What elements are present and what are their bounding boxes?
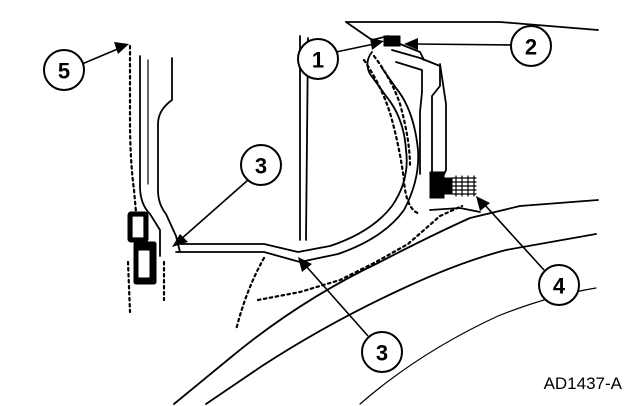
callout-circle: [510, 25, 552, 67]
left-fastener: [127, 211, 157, 285]
left-body-panel: [139, 55, 181, 257]
callout-3-upper: 3: [240, 144, 282, 186]
callout-label: 3: [376, 341, 388, 366]
callout-circle: [240, 144, 282, 186]
callout-circle: [43, 49, 85, 91]
right-bolt: [429, 171, 477, 199]
callout-4: 4: [538, 264, 580, 306]
callout-leaders: [81, 38, 545, 337]
callout-label: 3: [255, 154, 267, 179]
callout-circle: [361, 331, 403, 373]
figure-id-label: AD1437-A: [543, 374, 622, 393]
callout-label: 2: [525, 35, 537, 60]
sealer-beads: [126, 44, 464, 332]
inner-wheelhouse-panel: [175, 35, 420, 263]
callout-3-lower: 3: [361, 331, 403, 373]
callout-label: 4: [553, 274, 566, 299]
callout-circle: [538, 264, 580, 306]
callout-5: 5: [43, 49, 85, 91]
lower-body-panels: [173, 199, 599, 405]
callout-circle: [297, 38, 339, 80]
callout-2: 2: [510, 25, 552, 67]
top-flange: [345, 21, 599, 189]
callout-label: 5: [58, 59, 70, 84]
callout-label: 1: [312, 48, 324, 73]
callout-1: 1: [297, 38, 339, 80]
